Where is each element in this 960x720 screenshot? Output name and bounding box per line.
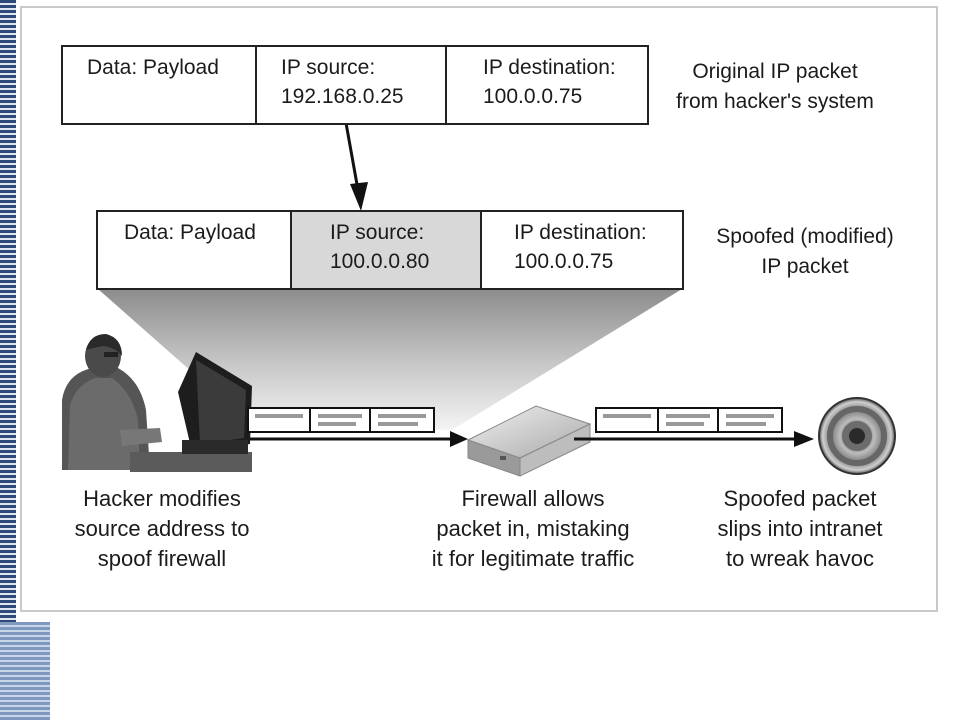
spoofed-dest-cell: IP destination: 100.0.0.75 [482,212,682,288]
spoofed-payload-cell: Data: Payload [98,212,292,288]
flow-arrow-2-head [794,431,814,447]
small-packet-2 [595,407,783,433]
original-dest-cell: IP destination: 100.0.0.75 [447,47,647,123]
target-caption-line1: Spoofed packet [723,486,877,511]
original-caption-line1: Original IP packet [692,60,858,83]
original-dest-value: 100.0.0.75 [483,85,583,108]
spoofed-source-value: 100.0.0.80 [330,250,430,273]
original-source-cell: IP source: 192.168.0.25 [257,47,447,123]
spoofed-source-label: IP source: [330,221,425,244]
spoofed-dest-value: 100.0.0.75 [514,250,614,273]
original-packet: Data: Payload IP source: 192.168.0.25 IP… [61,45,649,125]
original-packet-caption: Original IP packet from hacker's system [660,57,890,117]
original-source-label: IP source: [281,56,376,79]
modify-arrow-head [350,182,368,211]
target-caption: Spoofed packet slips into intranet to wr… [690,484,910,574]
small-packet-1 [247,407,435,433]
spoofed-dest-label: IP destination: [514,221,647,244]
spoofed-packet: Data: Payload IP source: 100.0.0.80 IP d… [96,210,684,290]
hacker-at-computer-icon [62,334,252,472]
hacker-caption: Hacker modifies source address to spoof … [52,484,272,574]
spoofed-packet-caption: Spoofed (modified) IP packet [694,222,916,282]
flow-arrow-1-head [450,431,468,447]
firewall-device-icon [466,405,592,477]
target-bullseye-icon [818,397,896,475]
spoofed-caption-line2: IP packet [761,255,849,278]
hacker-caption-line1: Hacker modifies [83,486,241,511]
spoofed-payload-label: Data: Payload [124,221,256,244]
original-caption-line2: from hacker's system [676,90,874,113]
firewall-caption: Firewall allows packet in, mistaking it … [408,484,658,574]
hacker-caption-line2: source address to [74,516,250,541]
spoofed-caption-line1: Spoofed (modified) [716,225,894,248]
firewall-caption-line3: it for legitimate traffic [431,546,635,571]
original-dest-label: IP destination: [483,56,616,79]
modify-arrow-line [344,122,360,191]
original-payload-label: Data: Payload [87,56,219,79]
original-source-value: 192.168.0.25 [281,85,404,108]
spoofed-source-cell: IP source: 100.0.0.80 [292,212,482,288]
decorative-corner-block [0,622,50,720]
target-caption-line3: to wreak havoc [726,546,874,571]
target-caption-line2: slips into intranet [717,516,883,541]
decorative-side-bar [0,0,16,622]
original-payload-cell: Data: Payload [63,47,257,123]
firewall-caption-line1: Firewall allows [461,486,605,511]
firewall-caption-line2: packet in, mistaking [436,516,630,541]
hacker-caption-line3: spoof firewall [97,546,227,571]
